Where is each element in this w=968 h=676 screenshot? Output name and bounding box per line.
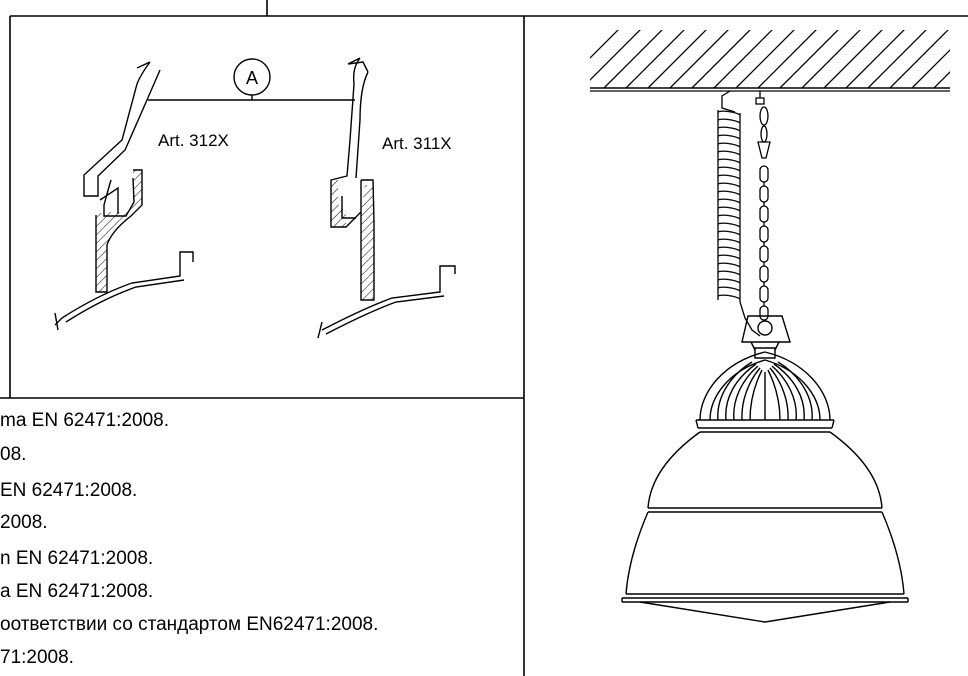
detail-a-drawing bbox=[54, 57, 456, 339]
note-line-2: 08. bbox=[0, 444, 27, 465]
ceiling-hatch bbox=[590, 30, 950, 92]
label-art-312x: Art. 312X bbox=[158, 131, 229, 150]
label-art-311x: Art. 311X bbox=[382, 134, 452, 153]
note-line-3: EN 62471:2008. bbox=[0, 480, 138, 501]
suspension-chain bbox=[755, 91, 771, 321]
profile-311x bbox=[317, 57, 456, 339]
profile-312x bbox=[54, 61, 194, 331]
note-line-6: a EN 62471:2008. bbox=[0, 581, 154, 602]
note-line-4: 2008. bbox=[0, 512, 48, 533]
note-line-1: ma EN 62471:2008. bbox=[0, 410, 170, 431]
detail-marker-label: A bbox=[246, 68, 258, 88]
pendant-lamp bbox=[621, 315, 909, 623]
note-line-7: оответствии со стандартом EN62471:2008. bbox=[0, 614, 379, 635]
note-line-8: 71:2008. bbox=[0, 647, 74, 668]
coiled-cable bbox=[717, 90, 761, 337]
note-line-5: n EN 62471:2008. bbox=[0, 548, 154, 569]
